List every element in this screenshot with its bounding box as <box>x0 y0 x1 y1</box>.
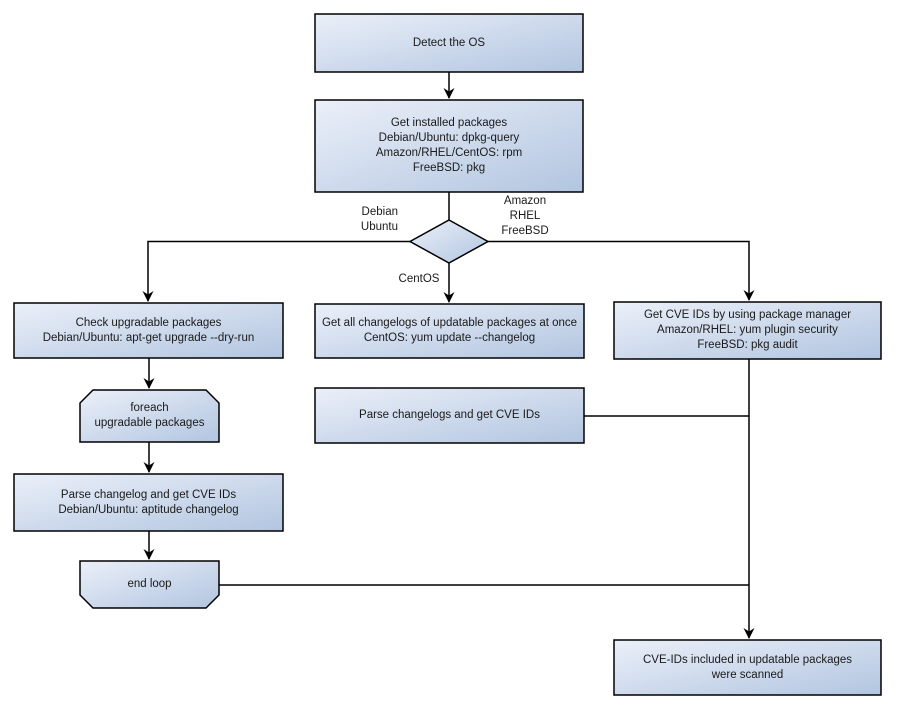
arrowhead-into-installed <box>443 88 455 99</box>
connector-lines <box>147 72 750 638</box>
arrowhead-into-result <box>743 628 755 639</box>
edge-decision-to-right <box>488 240 750 300</box>
node-shape-parse-changelogs-mid <box>314 387 585 444</box>
node-shape-check-upgradable <box>13 302 284 359</box>
arrowhead-into-foreach <box>143 378 155 389</box>
arrowhead-into-check <box>142 291 154 302</box>
node-shape-get-all-changelogs <box>314 303 585 359</box>
node-shape-scanned-result <box>613 639 882 696</box>
node-shape-end-loop <box>79 560 220 609</box>
node-shape-foreach-loop <box>79 389 220 443</box>
arrowhead-into-endloop <box>143 549 155 560</box>
arrowhead-into-getcve <box>743 290 755 301</box>
node-shape-os-decision-diamond <box>408 219 490 264</box>
arrowheads <box>142 88 755 639</box>
node-shape-detect-os <box>314 13 584 73</box>
node-shape-get-cve-ids-right <box>613 301 882 360</box>
arrowhead-into-parseleft <box>143 462 155 473</box>
arrowhead-into-getall <box>443 292 455 303</box>
node-shape-parse-changelog-left <box>13 473 284 532</box>
edge-decision-to-left <box>147 240 410 301</box>
node-shape-get-installed <box>314 99 584 193</box>
